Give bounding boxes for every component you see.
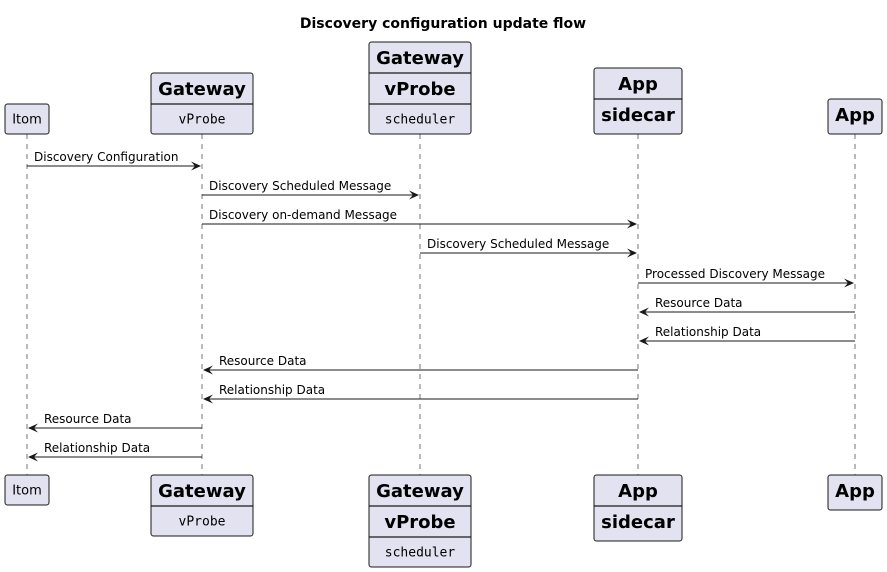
participant-gateway_scheduler-top: Gateway vProbe scheduler bbox=[368, 41, 472, 135]
message-arrow: Discovery Configuration bbox=[27, 150, 201, 171]
participant-label: Gateway bbox=[376, 48, 464, 69]
participant-label: vProbe bbox=[179, 515, 226, 530]
participant-box bbox=[593, 67, 683, 135]
message-arrow: Relationship Data bbox=[203, 383, 638, 404]
participant-label: App bbox=[835, 481, 875, 502]
message-label: Relationship Data bbox=[44, 441, 150, 455]
participant-label: scheduler bbox=[385, 546, 456, 561]
participant-box bbox=[368, 41, 472, 135]
participant-label: App bbox=[618, 481, 658, 502]
message-arrow: Resource Data bbox=[28, 412, 202, 433]
arrowhead-icon bbox=[203, 365, 213, 375]
participant-label: App bbox=[618, 74, 658, 95]
participant-app_sidecar-top: App sidecar bbox=[593, 67, 683, 135]
participant-label: Itom bbox=[12, 484, 42, 499]
participants-bottom: Itom Gateway vProbe Gateway vProbe scheduler A… bbox=[4, 474, 883, 568]
diagram-title: Discovery configuration update flow bbox=[300, 16, 586, 32]
participant-box bbox=[4, 103, 50, 135]
participant-label: Gateway bbox=[158, 79, 246, 100]
participant-label: sidecar bbox=[601, 512, 675, 533]
arrowhead-icon bbox=[627, 248, 637, 258]
participant-itom-bottom: Itom bbox=[4, 474, 50, 506]
message-label: Discovery Scheduled Message bbox=[209, 179, 391, 193]
arrowhead-icon bbox=[28, 423, 38, 433]
arrowhead-icon bbox=[409, 190, 419, 200]
message-label: Resource Data bbox=[219, 354, 307, 368]
message-arrow: Discovery Scheduled Message bbox=[420, 237, 637, 258]
message-label: Resource Data bbox=[655, 296, 743, 310]
participant-box bbox=[368, 474, 472, 568]
arrowhead-icon bbox=[639, 336, 649, 346]
message-arrow: Resource Data bbox=[203, 354, 638, 375]
message-label: Relationship Data bbox=[219, 383, 325, 397]
message-arrow: Resource Data bbox=[639, 296, 855, 317]
participant-gateway_scheduler-bottom: Gateway vProbe scheduler bbox=[368, 474, 472, 568]
message-label: Relationship Data bbox=[655, 325, 761, 339]
participant-box bbox=[827, 474, 883, 511]
participant-label: Gateway bbox=[376, 481, 464, 502]
participant-gateway_vprobe-top: Gateway vProbe bbox=[150, 72, 254, 135]
participant-itom-top: Itom bbox=[4, 103, 50, 135]
message-label: Discovery Scheduled Message bbox=[427, 237, 609, 251]
participant-box bbox=[4, 474, 50, 506]
message-arrow: Discovery Scheduled Message bbox=[202, 179, 419, 200]
arrowhead-icon bbox=[28, 452, 38, 462]
arrowhead-icon bbox=[639, 307, 649, 317]
message-label: Resource Data bbox=[44, 412, 132, 426]
participant-gateway_vprobe-bottom: Gateway vProbe bbox=[150, 474, 254, 537]
participant-app-top: App bbox=[827, 98, 883, 135]
participant-box bbox=[593, 474, 683, 542]
message-arrow: Discovery on-demand Message bbox=[202, 208, 637, 229]
participant-label: sidecar bbox=[601, 105, 675, 126]
participant-label: App bbox=[835, 105, 875, 126]
participant-app_sidecar-bottom: App sidecar bbox=[593, 474, 683, 542]
participant-box bbox=[827, 98, 883, 135]
message-label: Discovery Configuration bbox=[34, 150, 178, 164]
participants-top: Itom Gateway vProbe Gateway vProbe scheduler A… bbox=[4, 41, 883, 135]
arrowhead-icon bbox=[191, 161, 201, 171]
message-arrow: Relationship Data bbox=[28, 441, 202, 462]
lifelines bbox=[26, 134, 856, 475]
participant-label: vProbe bbox=[179, 113, 226, 128]
participant-label: Gateway bbox=[158, 481, 246, 502]
message-label: Discovery on-demand Message bbox=[209, 208, 397, 222]
arrowhead-icon bbox=[203, 394, 213, 404]
message-arrow: Relationship Data bbox=[639, 325, 855, 346]
message-label: Processed Discovery Message bbox=[645, 267, 825, 281]
participant-label: vProbe bbox=[384, 512, 455, 533]
arrowhead-icon bbox=[627, 219, 637, 229]
message-arrow: Processed Discovery Message bbox=[638, 267, 854, 288]
participant-label: Itom bbox=[12, 113, 42, 128]
participant-app-bottom: App bbox=[827, 474, 883, 511]
participant-label: scheduler bbox=[385, 113, 456, 128]
arrowhead-icon bbox=[844, 278, 854, 288]
participant-label: vProbe bbox=[384, 79, 455, 100]
